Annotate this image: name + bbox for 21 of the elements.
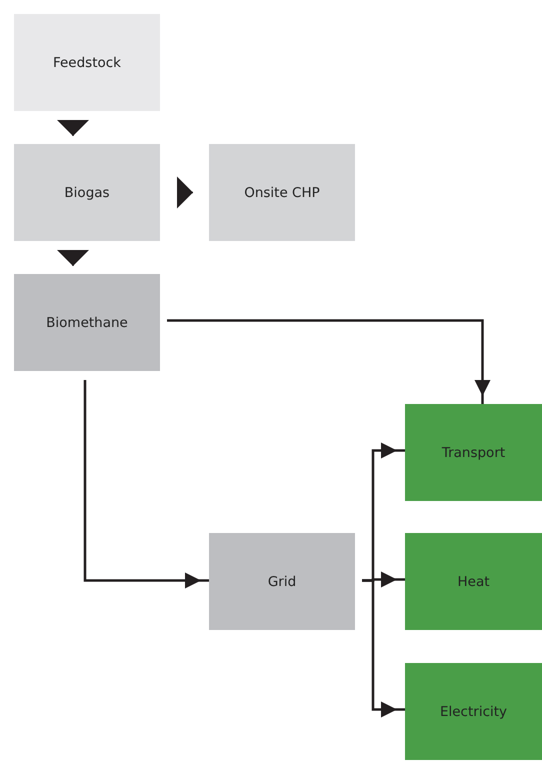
process-box: [405, 533, 542, 630]
process-box: [405, 404, 542, 501]
box-label: Transport: [442, 444, 506, 460]
arrowhead: [57, 250, 89, 266]
arrowhead: [57, 120, 89, 136]
process-box: [405, 663, 542, 760]
process-box: [14, 144, 160, 241]
process-box: [209, 144, 355, 241]
arrow: [167, 319, 490, 404]
process-box: [209, 533, 355, 630]
box-label: Onsite CHP: [244, 184, 320, 200]
box-label: Feedstock: [52, 54, 122, 70]
box-label: Electricity: [440, 704, 508, 720]
box-label: Biomethane: [46, 314, 128, 330]
box-label: Biogas: [64, 184, 110, 200]
arrowhead: [177, 176, 193, 208]
arrow: [84, 380, 209, 588]
arrow: [362, 579, 405, 718]
process-box: [14, 274, 160, 371]
box-label: Grid: [268, 574, 296, 590]
box-label: Heat: [457, 574, 490, 590]
